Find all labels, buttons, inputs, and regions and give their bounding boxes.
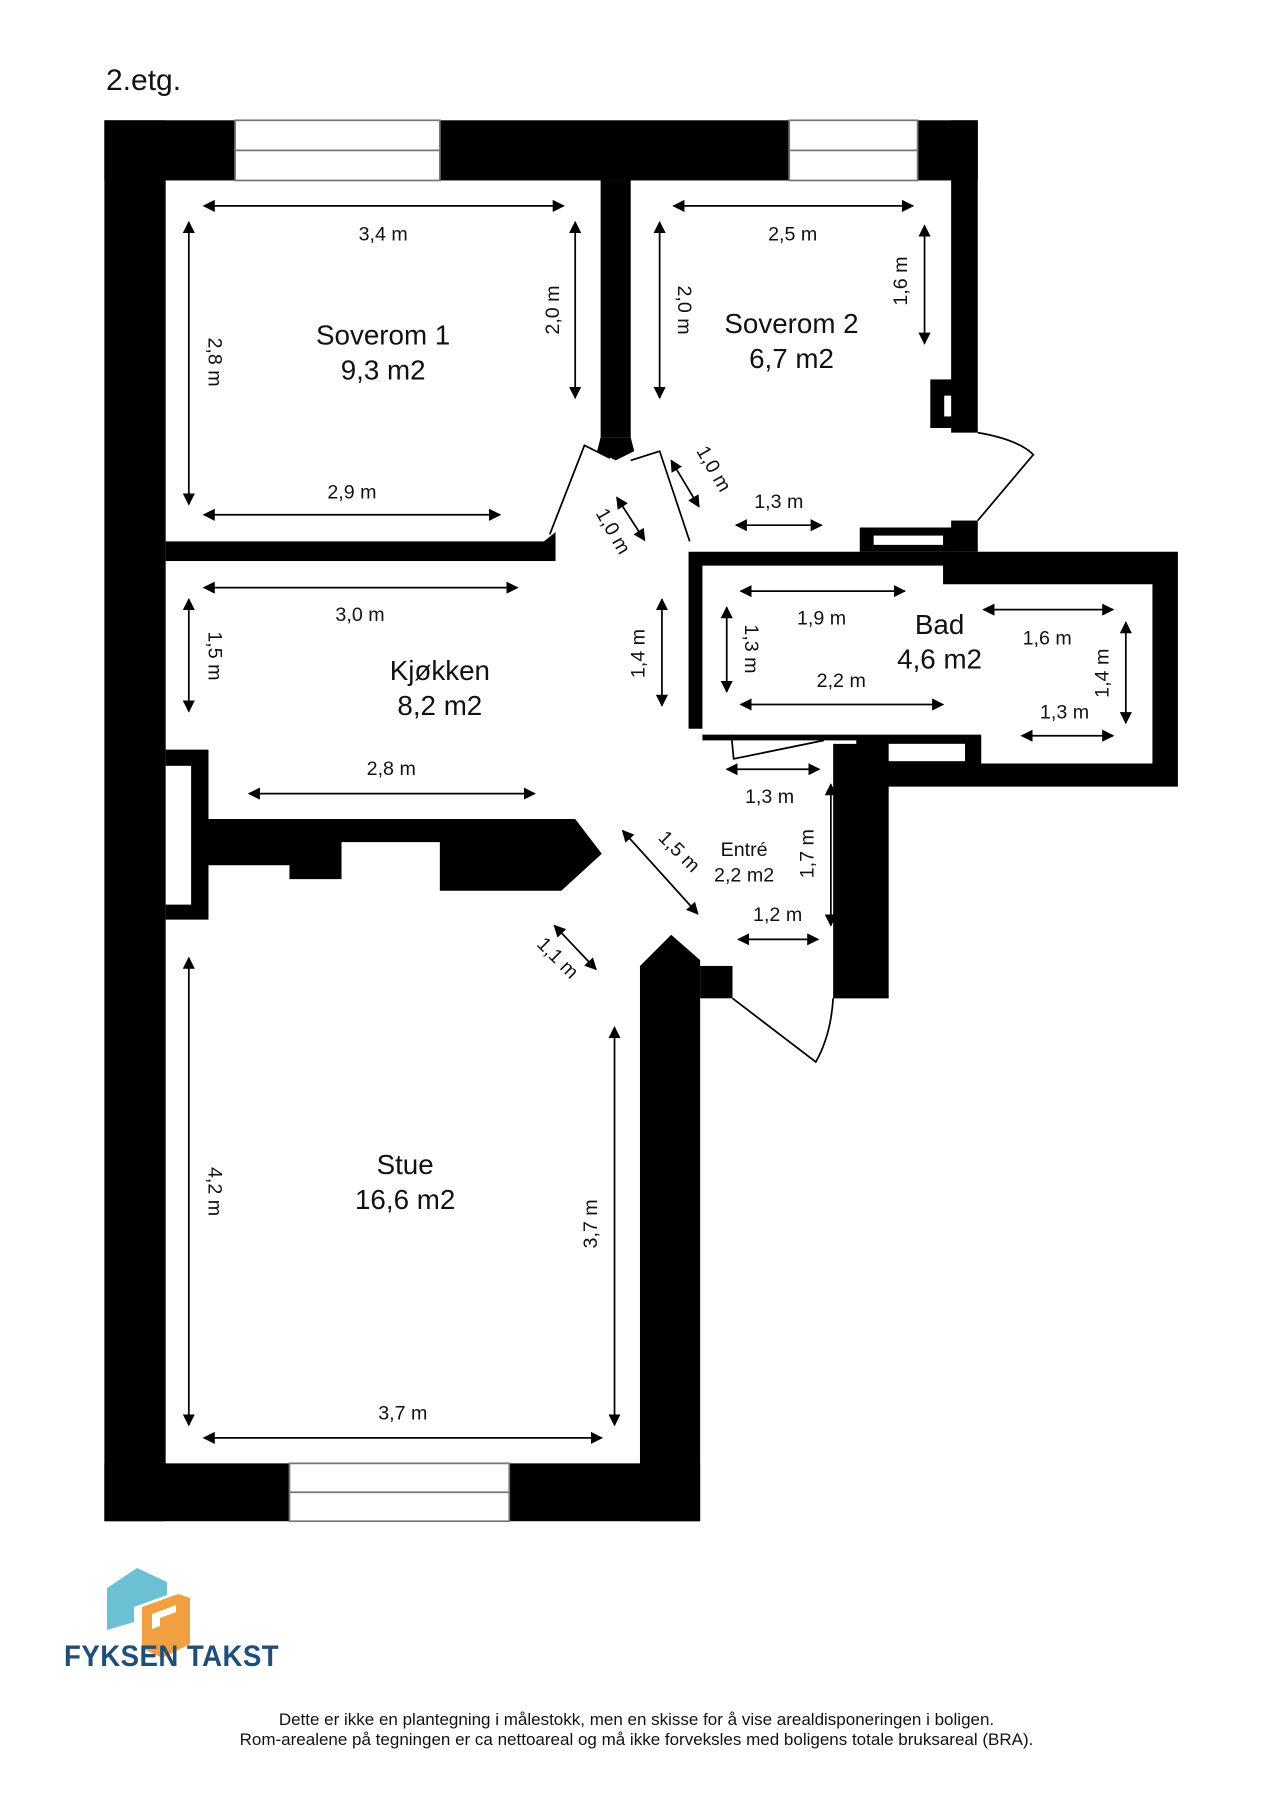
room-area-kjokken: 8,2 m2 xyxy=(397,690,482,721)
dimension-lines xyxy=(182,199,1132,1444)
room-area-soverom-2: 6,7 m2 xyxy=(749,343,834,374)
room-area-soverom-1: 9,3 m2 xyxy=(341,354,426,385)
brand-name: FYKSEN TAKST xyxy=(64,1640,280,1673)
room-name-soverom-1: Soverom 1 xyxy=(316,320,450,351)
svg-text:3,7 m: 3,7 m xyxy=(580,1199,602,1248)
room-name-entre: Entré xyxy=(721,839,768,861)
room-area-entre: 2,2 m2 xyxy=(714,864,774,886)
svg-text:3,4 m: 3,4 m xyxy=(359,224,408,246)
svg-text:1,5 m: 1,5 m xyxy=(203,631,225,680)
room-name-soverom-2: Soverom 2 xyxy=(724,308,858,339)
dimension-labels: 3,4 m 2,9 m 2,8 m 2,0 m 2,5 m 2,0 m 1,6 … xyxy=(203,224,1113,1425)
room-labels: Soverom 1 9,3 m2 Soverom 2 6,7 m2 Kjøkke… xyxy=(316,308,982,1215)
svg-text:1,3 m: 1,3 m xyxy=(740,624,762,673)
disclaimer: Dette er ikke en plantegning i målestokk… xyxy=(0,1710,1273,1750)
svg-text:1,3 m: 1,3 m xyxy=(745,786,794,808)
floor-label: 2.etg. xyxy=(106,64,182,97)
svg-text:1,0 m: 1,0 m xyxy=(692,442,736,496)
room-name-kjokken: Kjøkken xyxy=(390,655,490,686)
room-area-stue: 16,6 m2 xyxy=(355,1184,455,1215)
svg-text:2,0 m: 2,0 m xyxy=(673,285,695,334)
svg-text:1,3 m: 1,3 m xyxy=(1040,701,1089,723)
svg-text:1,9 m: 1,9 m xyxy=(797,608,846,630)
svg-text:3,7 m: 3,7 m xyxy=(378,1402,427,1424)
svg-text:2,9 m: 2,9 m xyxy=(327,482,376,504)
fyksen-takst-logo-icon xyxy=(107,1568,190,1658)
svg-text:1,4 m: 1,4 m xyxy=(1091,649,1113,698)
svg-text:1,5 m: 1,5 m xyxy=(654,827,704,877)
svg-text:1,7 m: 1,7 m xyxy=(796,829,818,878)
svg-text:2,8 m: 2,8 m xyxy=(203,337,225,386)
doors xyxy=(548,431,1035,1064)
svg-text:1,3 m: 1,3 m xyxy=(754,491,803,513)
svg-text:1,2 m: 1,2 m xyxy=(753,904,802,926)
room-area-bad: 4,6 m2 xyxy=(897,644,982,675)
svg-text:1,6 m: 1,6 m xyxy=(890,257,912,306)
svg-text:2,5 m: 2,5 m xyxy=(768,224,817,246)
room-name-bad: Bad xyxy=(915,609,964,640)
svg-text:1,1 m: 1,1 m xyxy=(532,933,582,983)
svg-text:1,0 m: 1,0 m xyxy=(591,505,635,559)
walls xyxy=(104,120,1178,1522)
svg-text:2,0 m: 2,0 m xyxy=(542,285,564,334)
svg-text:1,4 m: 1,4 m xyxy=(628,629,650,678)
disclaimer-line-1: Dette er ikke en plantegning i målestokk… xyxy=(278,1710,995,1729)
svg-text:2,8 m: 2,8 m xyxy=(367,758,416,780)
svg-text:2,2 m: 2,2 m xyxy=(817,670,866,692)
windows xyxy=(234,119,919,1523)
svg-text:3,0 m: 3,0 m xyxy=(335,604,384,626)
svg-text:1,6 m: 1,6 m xyxy=(1023,627,1072,649)
disclaimer-line-2: Rom-arealene på tegningen er ca nettoare… xyxy=(239,1730,1034,1749)
svg-text:4,2 m: 4,2 m xyxy=(203,1167,225,1216)
room-name-stue: Stue xyxy=(377,1149,434,1180)
